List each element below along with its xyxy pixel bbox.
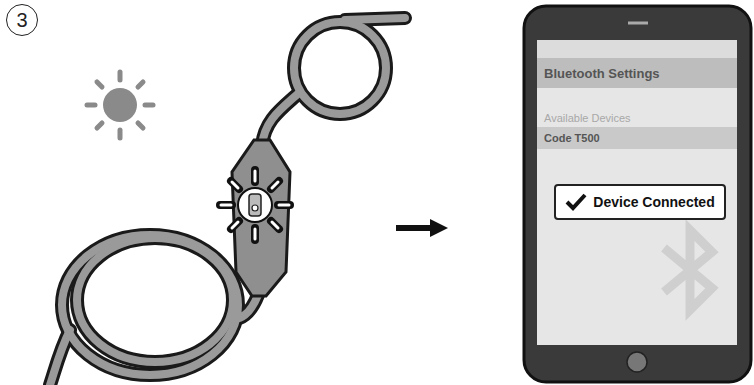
step-number: 3 <box>6 4 38 36</box>
status-box: Device Connected <box>554 184 726 220</box>
device-body <box>232 140 290 296</box>
section-label: Available Devices <box>544 112 631 124</box>
flow-arrow <box>396 219 448 237</box>
tablet <box>524 6 751 382</box>
bluetooth-watermark <box>664 230 712 310</box>
sun-icon <box>87 72 153 138</box>
cable <box>50 18 405 385</box>
node-text: Device Connected <box>593 194 714 210</box>
node-text: Bluetooth Settings <box>544 66 660 81</box>
settings-header: Bluetooth Settings <box>537 58 737 88</box>
check-icon <box>565 192 587 212</box>
node-text: Code T500 <box>544 132 600 144</box>
node-text: 3 <box>16 10 27 30</box>
device-row: Code T500 <box>537 127 737 149</box>
led-glow <box>220 170 290 240</box>
